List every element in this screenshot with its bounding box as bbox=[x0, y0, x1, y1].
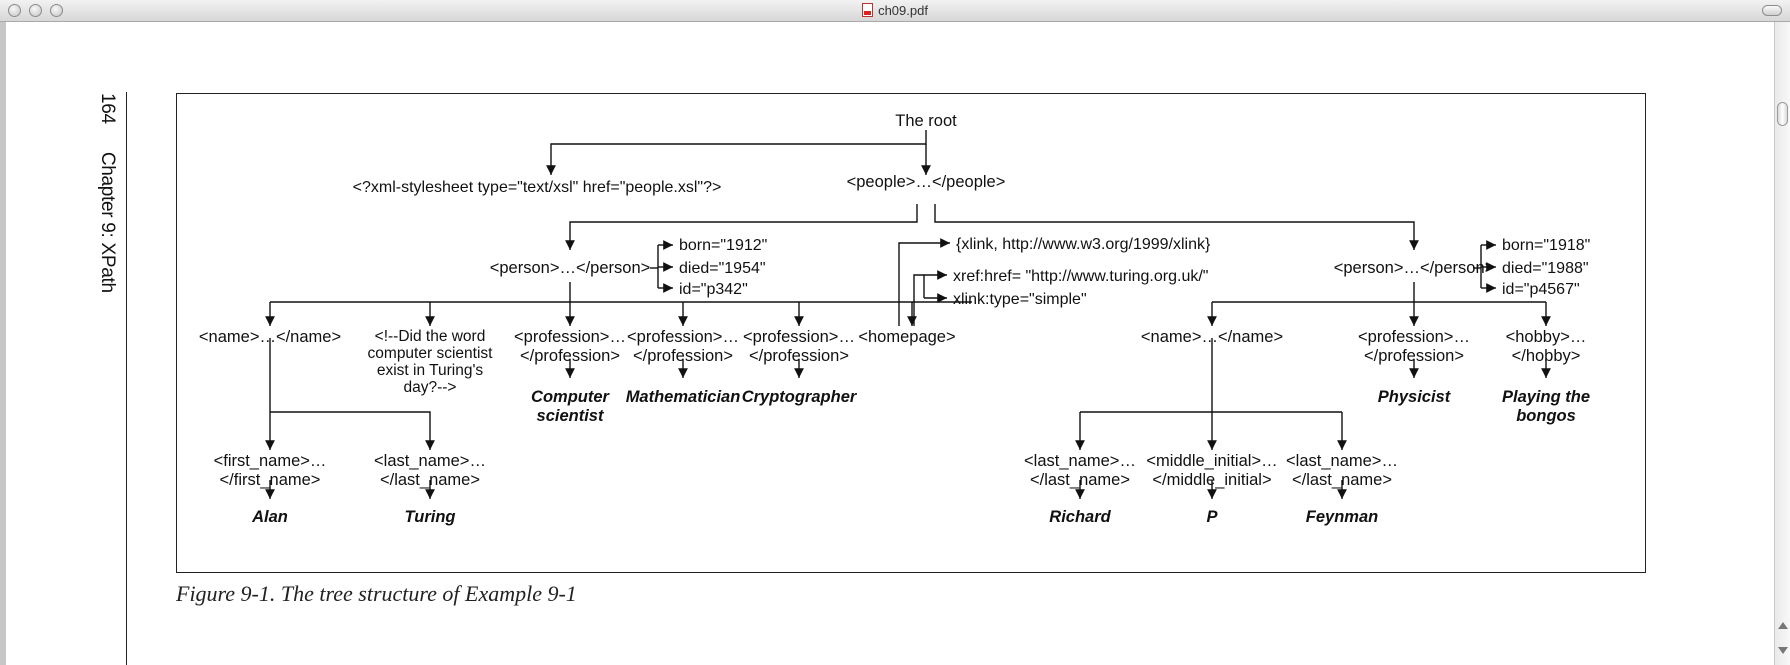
node-stylesheet-pi: <?xml-stylesheet type="text/xsl" href="p… bbox=[353, 179, 722, 196]
window-title: ch09.pdf bbox=[0, 3, 1790, 18]
xml-tree-diagram: The root <?xml-stylesheet type="text/xsl… bbox=[199, 112, 1590, 526]
node-person-2: <person>…</person> bbox=[1334, 259, 1495, 277]
node-hobby: <hobby>… bbox=[1506, 328, 1587, 346]
text-scientist: scientist bbox=[537, 407, 605, 425]
window-titlebar[interactable]: ch09.pdf bbox=[0, 0, 1790, 22]
chapter-title: Chapter 9: XPath bbox=[97, 151, 118, 293]
node-profession-3-close: </profession> bbox=[749, 347, 849, 365]
svg-text:exist in Turing's: exist in Turing's bbox=[377, 362, 484, 379]
text-richard: Richard bbox=[1049, 508, 1111, 526]
text-bongos: bongos bbox=[1516, 407, 1576, 425]
node-first-name: <first_name>… bbox=[214, 452, 327, 470]
text-alan: Alan bbox=[251, 508, 288, 526]
node-last-name-2-close: </last_name> bbox=[1030, 471, 1130, 489]
text-physicist: Physicist bbox=[1378, 388, 1452, 406]
scroll-down-arrow-icon[interactable] bbox=[1778, 647, 1788, 654]
node-last-name-1: <last_name>… bbox=[374, 452, 486, 470]
attr-died-1988: died="1988" bbox=[1502, 260, 1589, 277]
text-feynman: Feynman bbox=[1306, 508, 1378, 526]
node-comment: <!--Did the word computer scientist exis… bbox=[368, 328, 494, 396]
minimize-window-button[interactable] bbox=[29, 4, 42, 17]
node-homepage: <homepage> bbox=[858, 328, 955, 346]
node-name-2: <name>…</name> bbox=[1141, 328, 1283, 346]
attr-xref-href: xref:href= "http://www.turing.org.uk/" bbox=[953, 268, 1208, 285]
node-middle-initial: <middle_initial>… bbox=[1146, 452, 1277, 470]
node-hobby-close: </hobby> bbox=[1512, 347, 1581, 365]
svg-text:day?-->: day?--> bbox=[404, 379, 457, 396]
close-window-button[interactable] bbox=[8, 4, 21, 17]
node-profession-3: <profession>… bbox=[743, 328, 855, 346]
node-people: <people>…</people> bbox=[847, 173, 1006, 191]
node-last-name-1-close: </last_name> bbox=[380, 471, 480, 489]
node-last-name-2: <last_name>… bbox=[1024, 452, 1136, 470]
node-first-name-close: </first_name> bbox=[220, 471, 321, 489]
attr-died-1954: died="1954" bbox=[679, 260, 766, 277]
margin-rule bbox=[126, 92, 127, 665]
attr-id-p342: id="p342" bbox=[679, 281, 748, 298]
window-title-text: ch09.pdf bbox=[878, 3, 928, 18]
node-profession-4-close: </profession> bbox=[1364, 347, 1464, 365]
toolbar-toggle-button[interactable] bbox=[1762, 5, 1782, 16]
attr-xlink-type: xlink:type="simple" bbox=[953, 291, 1087, 308]
attr-id-p4567: id="p4567" bbox=[1502, 281, 1580, 298]
pdf-document-icon bbox=[862, 3, 874, 17]
scroll-up-arrow-icon[interactable] bbox=[1778, 622, 1788, 629]
svg-text:<!--Did the word: <!--Did the word bbox=[375, 328, 486, 345]
zoom-window-button[interactable] bbox=[50, 4, 63, 17]
text-turing: Turing bbox=[404, 508, 455, 526]
node-profession-2: <profession>… bbox=[627, 328, 739, 346]
page-number: 164 bbox=[97, 93, 118, 124]
text-mathematician: Mathematician bbox=[626, 388, 741, 406]
scrollbar-thumb[interactable] bbox=[1777, 102, 1788, 126]
node-profession-2-close: </profession> bbox=[633, 347, 733, 365]
text-computer: Computer bbox=[531, 388, 610, 406]
attr-born-1912: born="1912" bbox=[679, 237, 767, 254]
namespace-xlink: {xlink, http://www.w3.org/1999/xlink} bbox=[956, 236, 1211, 253]
svg-text:computer scientist: computer scientist bbox=[368, 345, 494, 362]
pdf-page bbox=[0, 22, 1774, 665]
vertical-scrollbar[interactable] bbox=[1774, 22, 1790, 665]
node-last-name-3: <last_name>… bbox=[1286, 452, 1398, 470]
node-name-1: <name>…</name> bbox=[199, 328, 341, 346]
text-playing-the: Playing the bbox=[1502, 388, 1590, 406]
attr-born-1918: born="1918" bbox=[1502, 237, 1590, 254]
text-cryptographer: Cryptographer bbox=[742, 388, 858, 406]
node-profession-4: <profession>… bbox=[1358, 328, 1470, 346]
node-profession-1: <profession>… bbox=[514, 328, 626, 346]
node-root: The root bbox=[895, 112, 957, 130]
text-p: P bbox=[1206, 508, 1218, 526]
figure-frame: The root <?xml-stylesheet type="text/xsl… bbox=[176, 93, 1646, 573]
node-profession-1-close: </profession> bbox=[520, 347, 620, 365]
node-person-1: <person>…</person> bbox=[490, 259, 651, 277]
node-middle-initial-close: </middle_initial> bbox=[1152, 471, 1271, 489]
node-last-name-3-close: </last_name> bbox=[1292, 471, 1392, 489]
figure-caption: Figure 9-1. The tree structure of Exampl… bbox=[176, 581, 577, 606]
running-head: 164Chapter 9: XPath bbox=[96, 93, 118, 293]
